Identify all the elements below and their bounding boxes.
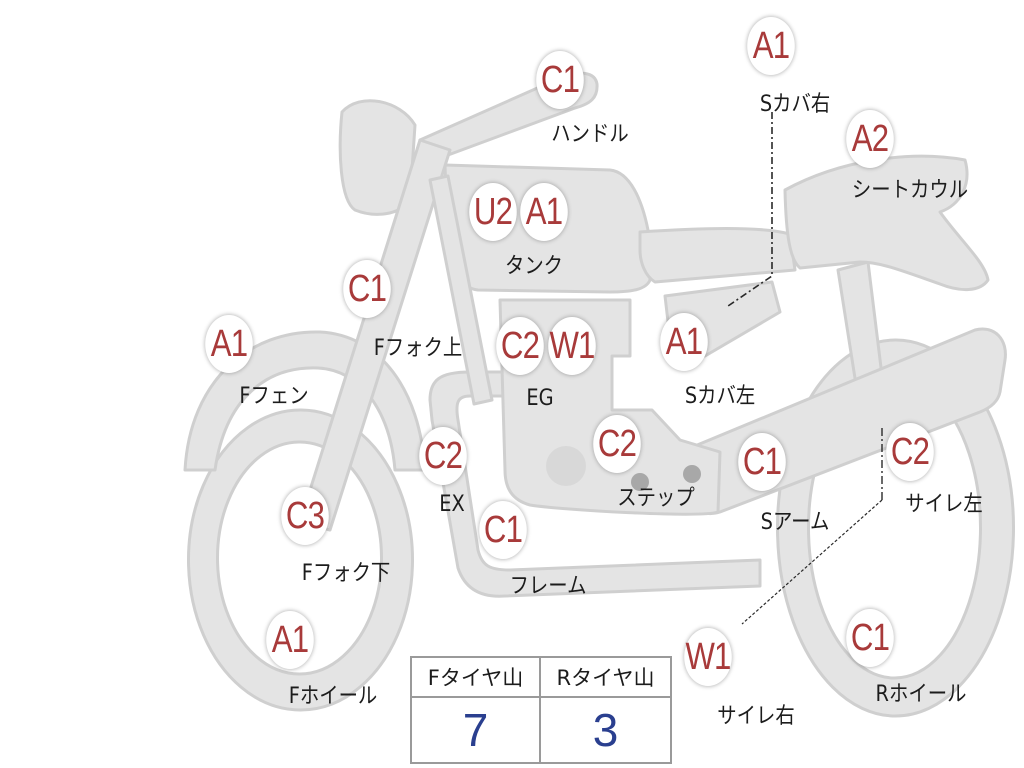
front-wheel-shape bbox=[187, 408, 414, 712]
grade-badge-r-wheel: C1 bbox=[846, 609, 894, 667]
part-label-f-fork-upper: Fフォク上 bbox=[373, 336, 463, 361]
leader-muffler-right bbox=[741, 499, 883, 625]
rear-tire-header: Rタイヤ山 bbox=[541, 658, 670, 698]
part-label-s-cover-left: Sカバ左 bbox=[684, 384, 756, 409]
part-label-r-wheel: Rホイール bbox=[875, 682, 967, 707]
tire-tread-table: Fタイヤ山 Rタイヤ山 7 3 bbox=[410, 656, 672, 764]
grade-badge-step: C2 bbox=[593, 415, 641, 473]
part-label-s-cover-right: Sカバ右 bbox=[759, 92, 831, 117]
part-label-muffler-right: サイレ右 bbox=[717, 704, 795, 729]
part-label-step: ステップ bbox=[617, 486, 695, 511]
grade-badge-seat-cowl: A2 bbox=[846, 110, 894, 168]
grade-badge-tank-1: U2 bbox=[469, 183, 517, 241]
grade-badge-s-cover-left: A1 bbox=[660, 313, 708, 371]
grade-badge-engine-2: W1 bbox=[548, 317, 596, 375]
frame-shape bbox=[428, 370, 762, 598]
grade-badge-f-fork-upper: C1 bbox=[343, 260, 391, 318]
grade-badge-muffler-left: C2 bbox=[886, 423, 934, 481]
engine-cover-circle bbox=[546, 446, 586, 486]
rear-tire-value: 3 bbox=[592, 704, 619, 756]
front-tire-value: 7 bbox=[412, 698, 541, 762]
front-fork-shape bbox=[298, 138, 452, 532]
part-label-handle: ハンドル bbox=[551, 122, 629, 147]
grade-badge-exhaust: C2 bbox=[419, 427, 467, 485]
part-label-muffler-left: サイレ左 bbox=[905, 492, 983, 517]
grade-badge-frame: C1 bbox=[479, 501, 527, 559]
grade-badge-tank-2: A1 bbox=[520, 183, 568, 241]
part-label-f-wheel: Fホイール bbox=[288, 684, 378, 709]
front-cowl-shape bbox=[338, 99, 417, 216]
grade-badge-muffler-right: W1 bbox=[684, 628, 732, 686]
part-label-f-fork-lower: Fフォク下 bbox=[301, 561, 391, 586]
grade-badge-engine-1: C2 bbox=[496, 317, 544, 375]
down-tube-shape bbox=[428, 174, 494, 406]
grade-badge-s-cover-right: A1 bbox=[747, 17, 795, 75]
seat-cowl-shape bbox=[783, 154, 990, 291]
leader-s-cover-right bbox=[727, 112, 773, 307]
grade-badge-f-wheel: A1 bbox=[266, 611, 314, 669]
part-label-tank: タンク bbox=[504, 254, 564, 279]
step-peg-left bbox=[631, 473, 649, 491]
front-tire-header: Fタイヤ山 bbox=[412, 658, 541, 698]
grade-badge-handle: C1 bbox=[536, 51, 584, 109]
part-label-frame: フレーム bbox=[509, 574, 587, 599]
part-label-f-fender: Fフェン bbox=[239, 384, 309, 409]
part-label-s-arm: Sアーム bbox=[760, 510, 830, 535]
part-label-seat-cowl: シートカウル bbox=[851, 178, 969, 203]
part-label-exhaust: EX bbox=[439, 492, 465, 517]
grade-badge-s-arm: C1 bbox=[738, 433, 786, 491]
part-label-engine: EG bbox=[526, 386, 554, 411]
grade-badge-f-fender: A1 bbox=[205, 315, 253, 373]
step-peg-right bbox=[683, 465, 701, 483]
grade-badge-f-fork-lower: C3 bbox=[281, 487, 329, 545]
